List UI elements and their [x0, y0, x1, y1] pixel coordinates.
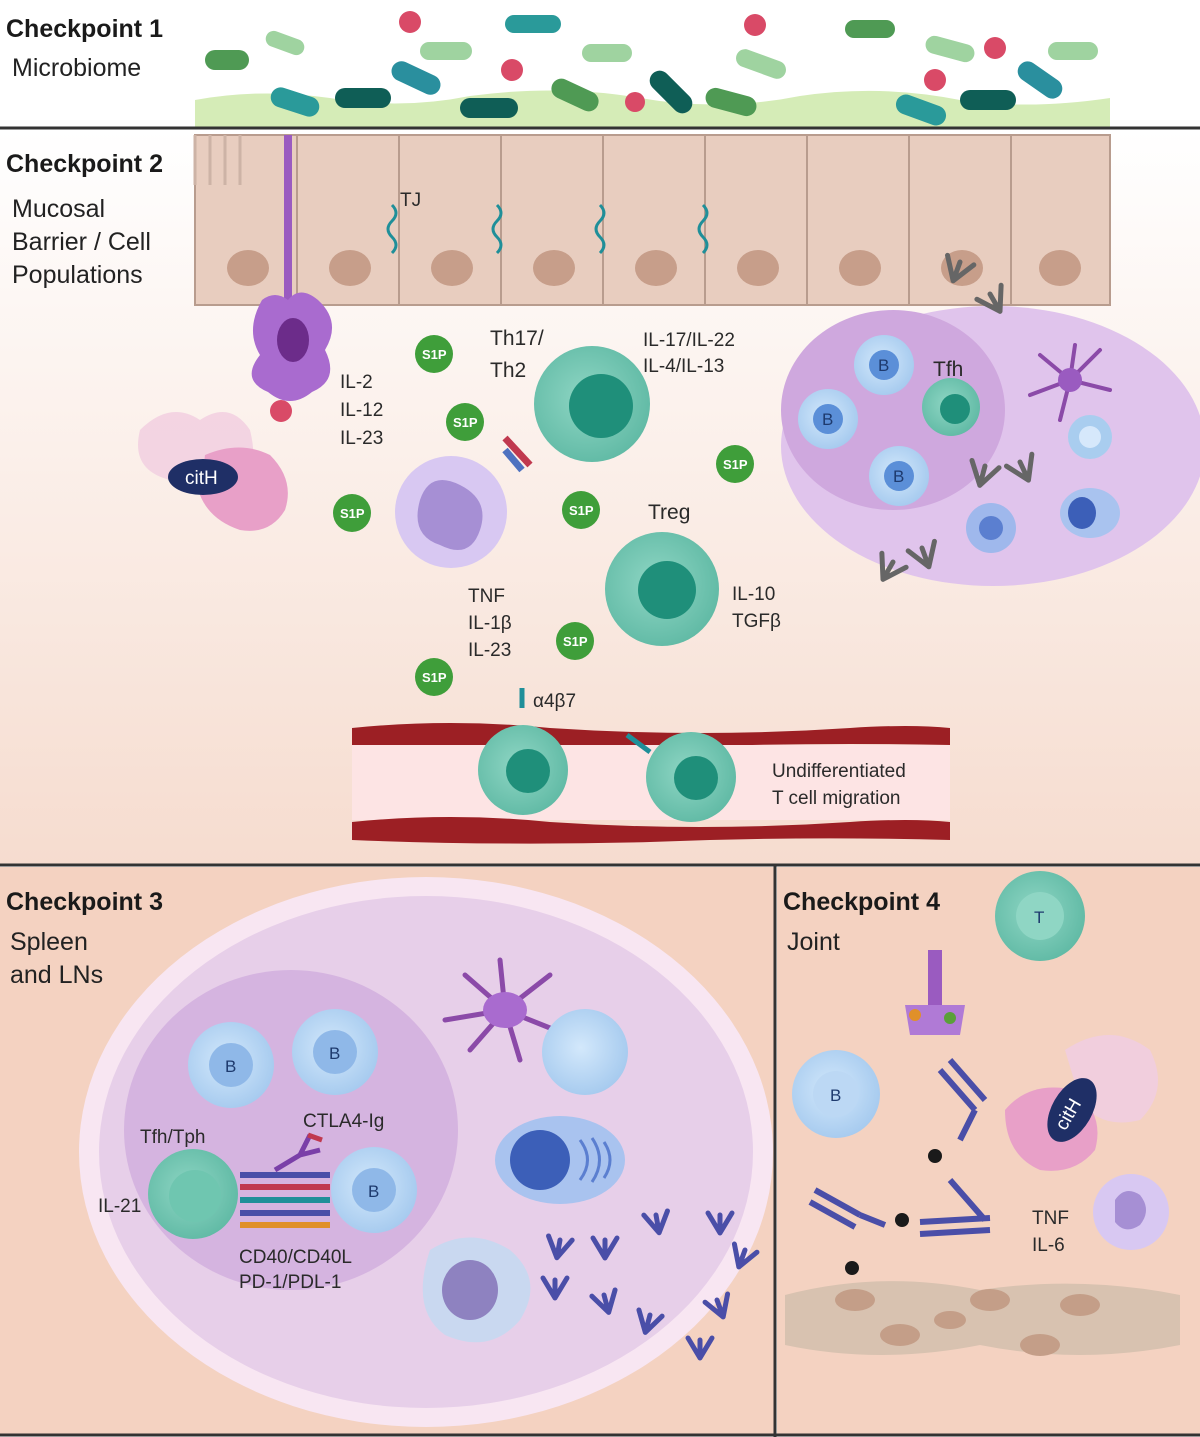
citH-label-cp2: citH	[185, 468, 218, 489]
checkpoint-4-subtitle: Joint	[787, 928, 840, 956]
costim-label-line-1: CD40/CD40L	[239, 1247, 352, 1268]
checkpoint-1-subtitle: Microbiome	[12, 54, 141, 82]
macrophage-cytokine-tnf: TNF	[468, 586, 505, 607]
integrin-label: α4β7	[533, 691, 576, 712]
t-cell-cp4	[995, 871, 1085, 961]
checkpoint-3-title: Checkpoint 3	[6, 888, 163, 916]
macrophage-cp3	[422, 1237, 531, 1343]
mucus-layer	[195, 90, 1110, 128]
th17-label-line-1: Th17/	[490, 327, 544, 350]
dendritic-cell-mucosal	[251, 135, 333, 422]
macrophage-cp4	[1093, 1174, 1169, 1250]
dendritic-cell-cp3	[442, 957, 628, 1095]
epithelium	[193, 134, 1111, 306]
s1p-label-7: S1P	[422, 670, 447, 685]
il21-label: IL-21	[98, 1196, 141, 1217]
checkpoint-2-panel: TJ Checkpoint 2 Mucosal Barrier / Cell P…	[0, 130, 1200, 864]
costim-label-line-2: PD-1/PDL-1	[239, 1272, 341, 1293]
s1p-label-6: S1P	[563, 634, 588, 649]
b-cell-cp4	[792, 1050, 880, 1138]
checkpoint-3-subtitle-line-2: and LNs	[10, 961, 103, 989]
dc-cytokine-il12: IL-12	[340, 400, 383, 421]
s1p-label-5: S1P	[723, 457, 748, 472]
cp4-cytokine-il6: IL-6	[1032, 1235, 1065, 1256]
dc-cytokine-il2: IL-2	[340, 372, 373, 393]
b-cell-label-cp3-2: B	[329, 1044, 340, 1063]
treg-label: Treg	[648, 501, 690, 524]
macrophage-cytokine-il1b: IL-1β	[468, 613, 512, 634]
b-cells-cp3	[188, 1009, 417, 1233]
b-cell-label-cp2-3: B	[893, 467, 904, 486]
checkpoint-4-title: Checkpoint 4	[783, 888, 940, 916]
neutrophil-net	[138, 412, 288, 531]
dc-cytokine-il23: IL-23	[340, 428, 383, 449]
ctla4-ig-label: CTLA4-Ig	[303, 1111, 384, 1132]
macrophage-cp2	[395, 435, 533, 568]
neutrophil-cp4	[1005, 1035, 1158, 1171]
b-cell-label-cp3-3: B	[368, 1182, 379, 1201]
s1p-label-4: S1P	[569, 503, 594, 518]
immune-complexes	[808, 1058, 991, 1275]
tfh-label-cp2: Tfh	[933, 358, 963, 381]
th17-label-line-2: Th2	[490, 359, 526, 382]
checkpoint-2-subtitle-line-3: Populations	[12, 261, 143, 289]
treg-cytokine-tgfb: TGFβ	[732, 611, 781, 632]
th-cytokines-line-1: IL-17/IL-22	[643, 330, 735, 351]
s1p-label-2: S1P	[453, 415, 478, 430]
tfh-tph-label: Tfh/Tph	[140, 1127, 205, 1148]
synovial-fibroblasts	[785, 1281, 1180, 1356]
b-cell-label-cp2-1: B	[878, 356, 889, 375]
checkpoint-1-title: Checkpoint 1	[6, 15, 163, 43]
s1p-molecules	[333, 335, 754, 696]
migration-label-line-1: Undifferentiated	[772, 761, 906, 782]
cp4-cytokine-tnf: TNF	[1032, 1208, 1069, 1229]
macrophage-cytokine-il23: IL-23	[468, 640, 511, 661]
treg-cytokine-il10: IL-10	[732, 584, 775, 605]
t-cell-label-cp4: T	[1034, 908, 1044, 927]
tfh-tph-cell	[148, 1132, 330, 1239]
checkpoint-2-subtitle-line-1: Mucosal	[12, 195, 105, 223]
migration-label-line-2: T cell migration	[772, 788, 900, 809]
b-cell-label-cp2-2: B	[822, 410, 833, 429]
receptor-complex	[905, 950, 965, 1035]
s1p-label-1: S1P	[422, 347, 447, 362]
blood-vessel	[352, 688, 950, 844]
checkpoint-2-title: Checkpoint 2	[6, 150, 163, 178]
checkpoint-2-subtitle-line-2: Barrier / Cell	[12, 228, 151, 256]
lymphoid-follicle-cp2	[781, 306, 1200, 586]
tight-junction-label: TJ	[400, 190, 421, 211]
th17-th2-cell	[534, 346, 650, 462]
checkpoint-1-panel: Checkpoint 1 Microbiome	[0, 0, 1200, 128]
checkpoint-4-panel: T B citH TNF	[777, 867, 1200, 1435]
treg-cell	[605, 532, 719, 646]
b-cell-label-cp3-1: B	[225, 1057, 236, 1076]
plasma-cell-cp3	[495, 1116, 625, 1204]
bacteria-group	[205, 11, 1098, 126]
checkpoint-3-panel: B B B Tfh/Tph IL-21 CTLA4-Ig CD40/CD40L …	[0, 867, 774, 1435]
b-cell-label-cp4: B	[830, 1086, 841, 1105]
checkpoint-3-subtitle-line-1: Spleen	[10, 928, 88, 956]
s1p-label-3: S1P	[340, 506, 365, 521]
th-cytokines-line-2: IL-4/IL-13	[643, 356, 724, 377]
